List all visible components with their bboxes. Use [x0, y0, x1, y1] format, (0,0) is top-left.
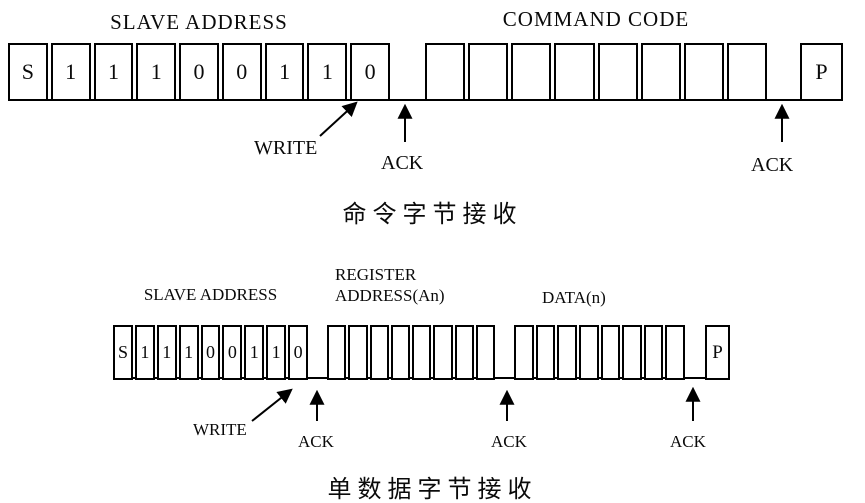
bit-cell: 1 — [266, 325, 287, 380]
ack-label: ACK — [751, 154, 794, 176]
stop-bit-cell: P — [800, 43, 843, 101]
ack-label: ACK — [298, 432, 334, 451]
bit-cell — [369, 325, 389, 380]
bit-cell — [348, 325, 368, 380]
write-label: WRITE — [193, 420, 247, 439]
bit-cell — [412, 325, 432, 380]
bit-cell: 0 — [222, 325, 243, 380]
bit-cell — [643, 325, 664, 380]
write-arrow — [251, 388, 293, 422]
bit-cell: 0 — [350, 43, 391, 101]
bit-cell — [454, 325, 474, 380]
data-frame-caption: 单数据字节接收 — [327, 477, 538, 503]
bit-cell — [425, 43, 466, 101]
bit-cell: 1 — [93, 43, 134, 101]
register-address-bit-row — [327, 325, 495, 380]
bit-cell: 1 — [134, 325, 155, 380]
bit-cell — [622, 325, 642, 380]
command-frame-caption: 命令字节接收 — [342, 202, 523, 228]
bit-cell — [390, 325, 410, 380]
ack-label: ACK — [381, 152, 424, 174]
slave-address-label: SLAVE ADDRESS — [143, 285, 278, 304]
bit-cell: 1 — [178, 325, 199, 380]
bit-cell — [665, 325, 685, 380]
bit-cell: 0 — [200, 325, 221, 380]
register-address-label-line1: REGISTER — [335, 265, 417, 284]
bit-cell — [327, 325, 347, 380]
ack-label: ACK — [491, 432, 527, 451]
ack-label: ACK — [670, 432, 706, 451]
bit-cell — [578, 325, 599, 380]
command-code-label: COMMAND CODE — [502, 7, 690, 31]
register-address-label-line2: ADDRESS(An) — [335, 286, 445, 305]
stop-bit-cell: P — [705, 325, 730, 380]
bit-cell — [557, 325, 577, 380]
bit-cell — [726, 43, 767, 101]
slave-address-label: SLAVE ADDRESS — [110, 10, 288, 34]
bit-cell: 1 — [264, 43, 305, 101]
bit-cell: 1 — [136, 43, 177, 101]
bit-cell — [554, 43, 595, 101]
bit-cell: 0 — [288, 325, 309, 380]
bit-cell: 0 — [221, 43, 262, 101]
write-label: WRITE — [254, 137, 318, 159]
bit-cell: S — [113, 325, 133, 380]
bit-cell: 1 — [156, 325, 177, 380]
bit-cell — [640, 43, 681, 101]
register-address-label: REGISTER ADDRESS(An) — [335, 264, 445, 306]
bit-cell — [514, 325, 534, 380]
write-arrow — [319, 101, 358, 137]
bit-cell — [433, 325, 453, 380]
bit-cell — [468, 43, 509, 101]
data-bit-row — [514, 325, 685, 380]
bit-cell — [535, 325, 556, 380]
data-label: DATA(n) — [542, 288, 606, 307]
command-code-bit-row — [425, 43, 767, 101]
bit-cell: 1 — [307, 43, 348, 101]
bit-cell — [600, 325, 621, 380]
bit-cell — [511, 43, 552, 101]
bit-cell: 1 — [50, 43, 91, 101]
bit-cell: 1 — [244, 325, 265, 380]
bit-cell — [597, 43, 638, 101]
bit-cell — [683, 43, 724, 101]
bit-cell: S — [8, 43, 48, 101]
bit-cell — [475, 325, 495, 380]
bit-cell: 0 — [179, 43, 219, 101]
